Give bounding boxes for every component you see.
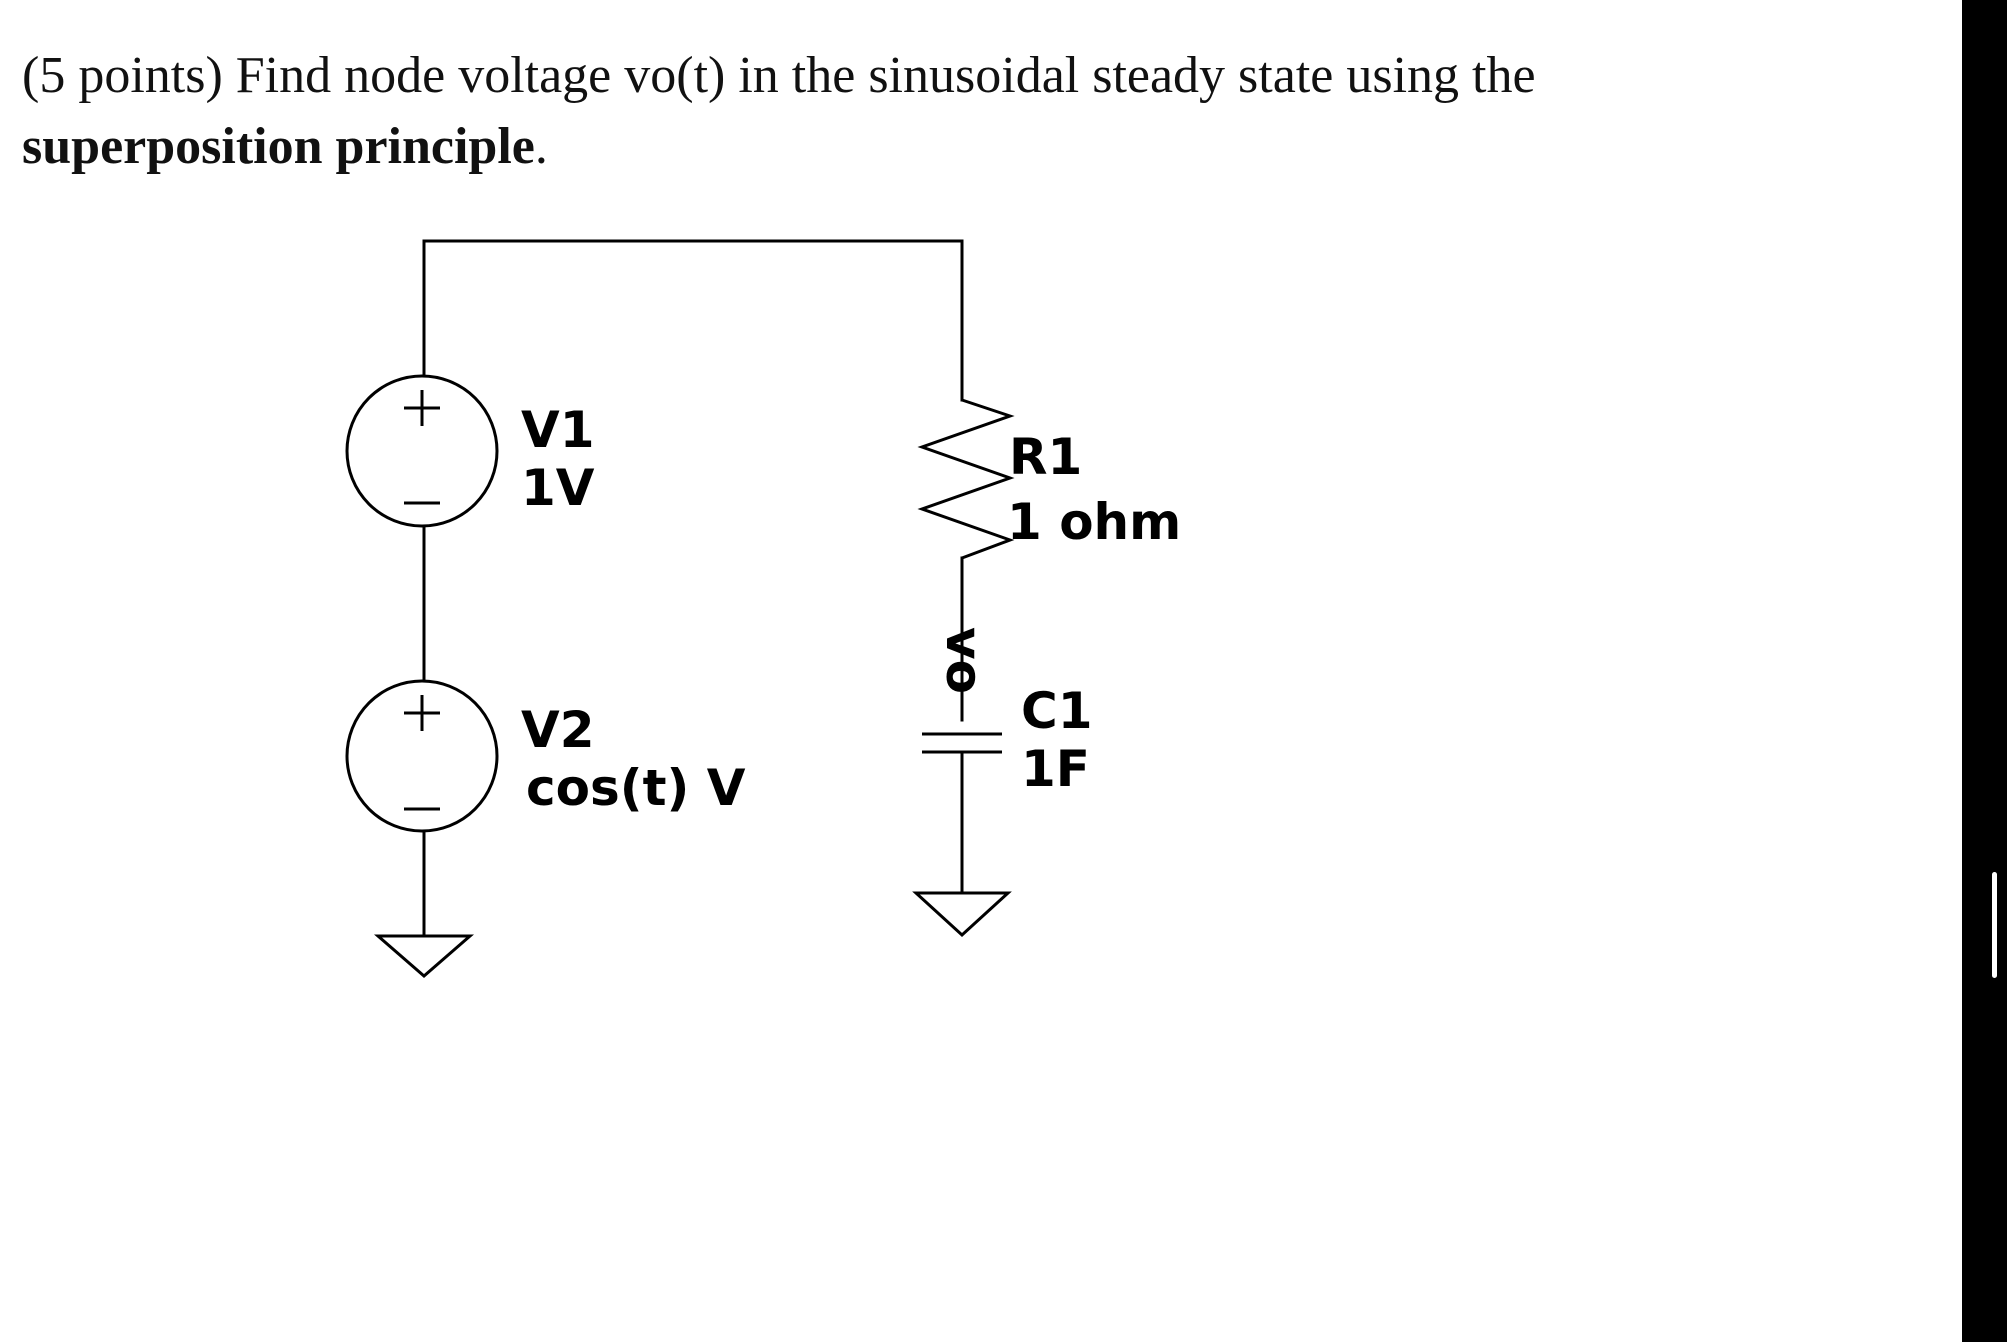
vertical-scrollbar-track[interactable] (1962, 0, 2007, 1342)
circuit-diagram: V1 1V V2 cos(t) V R1 1 ohm C1 1F vo (345, 239, 1181, 978)
v2-name-label: V2 (521, 701, 595, 759)
node-vo-label: vo (935, 627, 993, 694)
question-bold-term: superposition principle (22, 118, 535, 175)
question-prefix: (5 points) Find node voltage vo(t) in th… (22, 47, 1536, 104)
r1-name-label: R1 (1009, 428, 1082, 486)
c1-value-label: 1F (1021, 740, 1090, 798)
ground-symbol-right (912, 891, 1012, 938)
ground-symbol-left (373, 934, 475, 978)
v2-value-label: cos(t) V (526, 759, 746, 817)
wire-top (422, 239, 964, 245)
v1-value-label: 1V (521, 459, 595, 517)
c1-name-label: C1 (1021, 682, 1092, 740)
r1-value-label: 1 ohm (1007, 493, 1181, 551)
v1-name-label: V1 (521, 401, 595, 459)
v1-source-symbol (345, 374, 499, 528)
vertical-scrollbar-thumb[interactable] (1992, 872, 1997, 978)
question-text: (5 points) Find node voltage vo(t) in th… (22, 40, 1922, 182)
r1-resistor-symbol (917, 398, 1015, 560)
c1-capacitor-symbol (922, 732, 1002, 754)
question-suffix: . (534, 118, 548, 175)
v2-source-symbol (345, 679, 499, 833)
